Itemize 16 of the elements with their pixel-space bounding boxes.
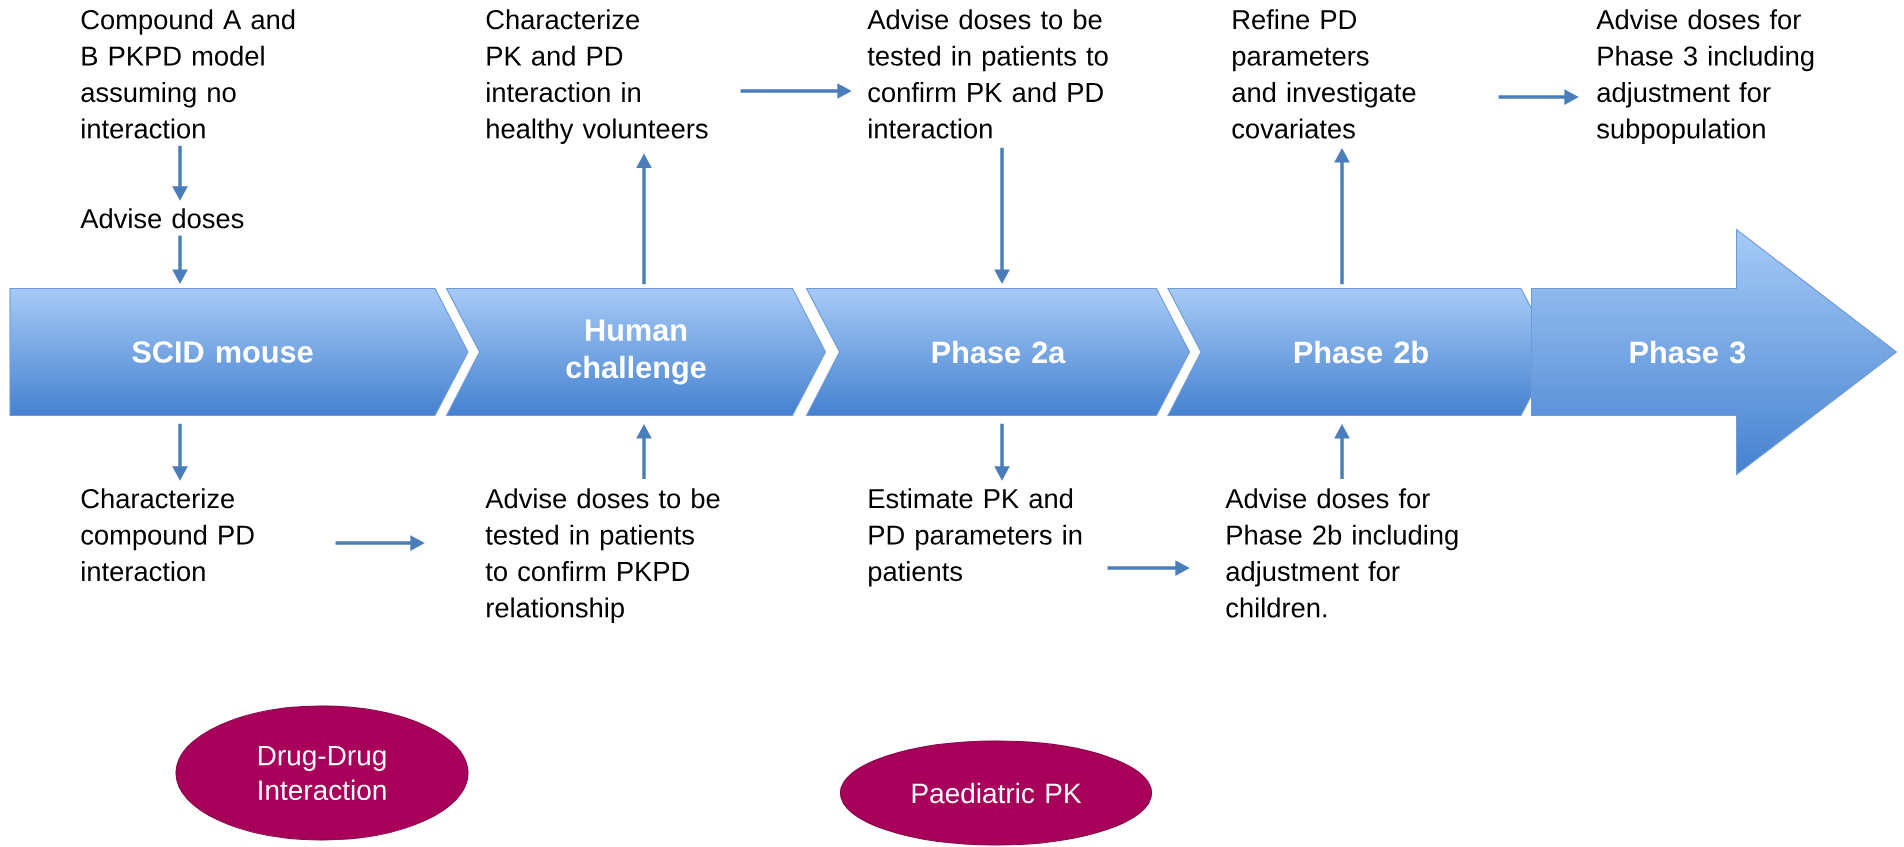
stage-band: Human challenge <box>445 287 827 417</box>
step-text: Characterize PK and PD interaction in healthy volunteers <box>486 9 708 144</box>
oval-badge: Paediatric PK <box>839 740 1153 846</box>
stage-band: SCID mouse <box>9 287 469 417</box>
step-text: Refine PD parameters and investigate covariates <box>1232 9 1416 139</box>
step-text: Characterize compound PD interaction <box>81 488 254 582</box>
step-text: Advise doses <box>80 208 244 229</box>
stage-band: Phase 2b <box>1167 287 1555 417</box>
step-text: Compound A and B PKPD model assuming no interaction <box>81 9 295 139</box>
oval-badge: Drug-Drug Interaction <box>175 705 469 841</box>
step-text: Estimate PK and PD parameters in patients <box>869 488 1082 587</box>
step-text: Advise doses for Phase 3 including adjustment for subpopulation <box>1596 9 1814 144</box>
stage-band: Phase 2a <box>805 287 1191 417</box>
step-text: Advise doses to be tested in patients to confirm PK and PD interaction <box>867 9 1108 139</box>
step-text: Advise doses for Phase 2b including adjustment for children. <box>1225 488 1458 618</box>
step-text: Advise doses to be tested in patients to confirm PKPD relationship <box>485 488 720 623</box>
